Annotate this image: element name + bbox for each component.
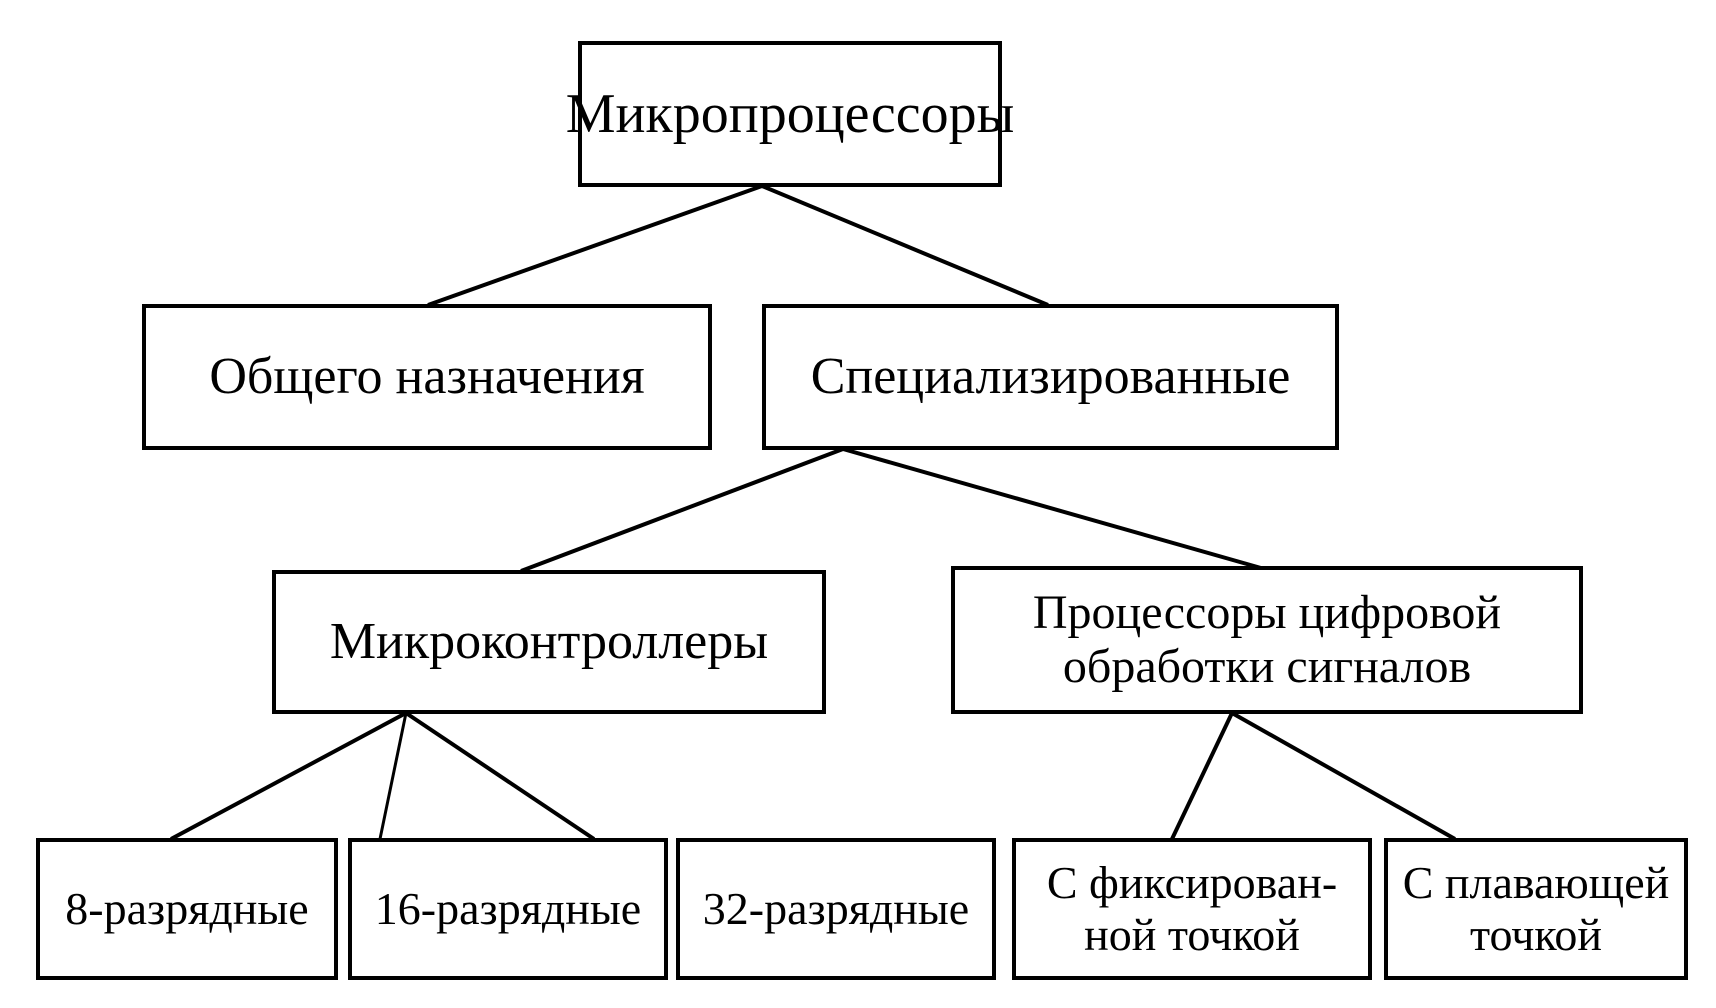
- node-specialized-label: Специализированные: [810, 347, 1291, 405]
- edge-mcu-bit32: [404, 711, 596, 841]
- node-32-bit[interactable]: 32-разрядные: [676, 838, 996, 980]
- node-microprocessors[interactable]: Микропроцессоры: [566, 41, 1014, 187]
- node-microprocessors-label: Микропроцессоры: [565, 82, 1015, 145]
- edge-root-special: [761, 184, 1049, 307]
- node-general-purpose-label: Общего назначения: [209, 347, 645, 405]
- node-16-bit[interactable]: 16-разрядные: [348, 838, 668, 980]
- node-microcontrollers-label: Микроконтроллеры: [329, 612, 769, 670]
- node-fixed-point-label: С фиксирован- ной точкой: [1046, 857, 1338, 960]
- node-specialized[interactable]: Специализированные: [762, 304, 1339, 450]
- edge-special-mcu: [520, 447, 844, 573]
- node-digital-signal-processors[interactable]: Процессоры цифровой обработки сигналов: [951, 566, 1583, 714]
- node-floating-point-label: С плавающей точкой: [1402, 857, 1670, 960]
- edge-dsp-float: [1231, 711, 1456, 841]
- node-microcontrollers[interactable]: Микроконтроллеры: [272, 570, 826, 714]
- node-floating-point[interactable]: С плавающей точкой: [1384, 838, 1688, 980]
- edge-root-general: [427, 184, 763, 307]
- node-fixed-point[interactable]: С фиксирован- ной точкой: [1012, 838, 1372, 980]
- edge-dsp-fixed: [1170, 712, 1234, 840]
- node-general-purpose[interactable]: Общего назначения: [142, 304, 712, 450]
- node-8-bit-label: 8-разрядные: [65, 883, 309, 935]
- node-32-bit-label: 32-разрядные: [702, 883, 970, 935]
- node-8-bit[interactable]: 8-разрядные: [36, 838, 338, 980]
- edge-mcu-bit8: [170, 711, 407, 841]
- edge-special-dsp: [842, 447, 1262, 570]
- node-digital-signal-processors-label: Процессоры цифровой обработки сигналов: [1032, 586, 1502, 693]
- node-16-bit-label: 16-разрядные: [374, 883, 642, 935]
- edge-mcu-bit16: [378, 712, 408, 840]
